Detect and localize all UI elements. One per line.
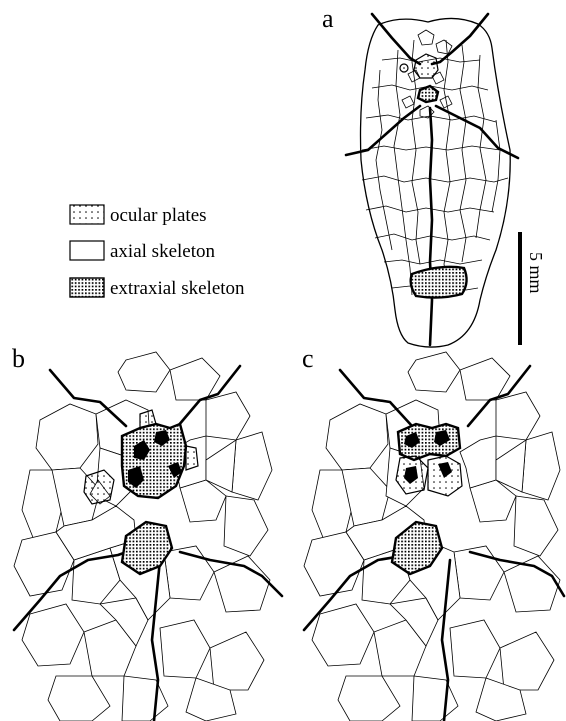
panel-b-ocular-plate-left <box>84 470 114 504</box>
panel-a-extraxial-plate-upper <box>418 86 438 102</box>
panel-b: b <box>12 344 282 721</box>
scale-bar-label: 5 mm <box>526 252 546 294</box>
legend: ocular plates axial skeleton extraxial s… <box>70 205 245 299</box>
legend-label-ocular: ocular plates <box>110 205 207 226</box>
panel-a-ocular-plate <box>414 54 438 78</box>
panel-a-extraxial-plate-lower <box>411 267 467 298</box>
legend-swatch-extraxial <box>70 278 104 297</box>
legend-label-axial: axial skeleton <box>110 241 215 262</box>
legend-label-extraxial: extraxial skeleton <box>110 278 245 299</box>
legend-item-extraxial: extraxial skeleton <box>70 278 245 299</box>
panel-a-ocular-plate-small <box>400 64 408 72</box>
panel-c-label: c <box>302 344 314 373</box>
legend-swatch-axial <box>70 241 104 260</box>
panel-c: c <box>302 344 564 721</box>
panel-b-label: b <box>12 344 25 373</box>
scale-bar: 5 mm <box>520 232 546 345</box>
legend-swatch-ocular <box>70 205 104 224</box>
panel-a: a <box>322 4 518 347</box>
panel-b-extraxial-cluster <box>122 424 186 498</box>
panel-b-ocular-plate-right <box>186 446 198 470</box>
legend-item-axial: axial skeleton <box>70 241 215 262</box>
legend-item-ocular: ocular plates <box>70 205 207 226</box>
panel-a-label: a <box>322 4 334 33</box>
